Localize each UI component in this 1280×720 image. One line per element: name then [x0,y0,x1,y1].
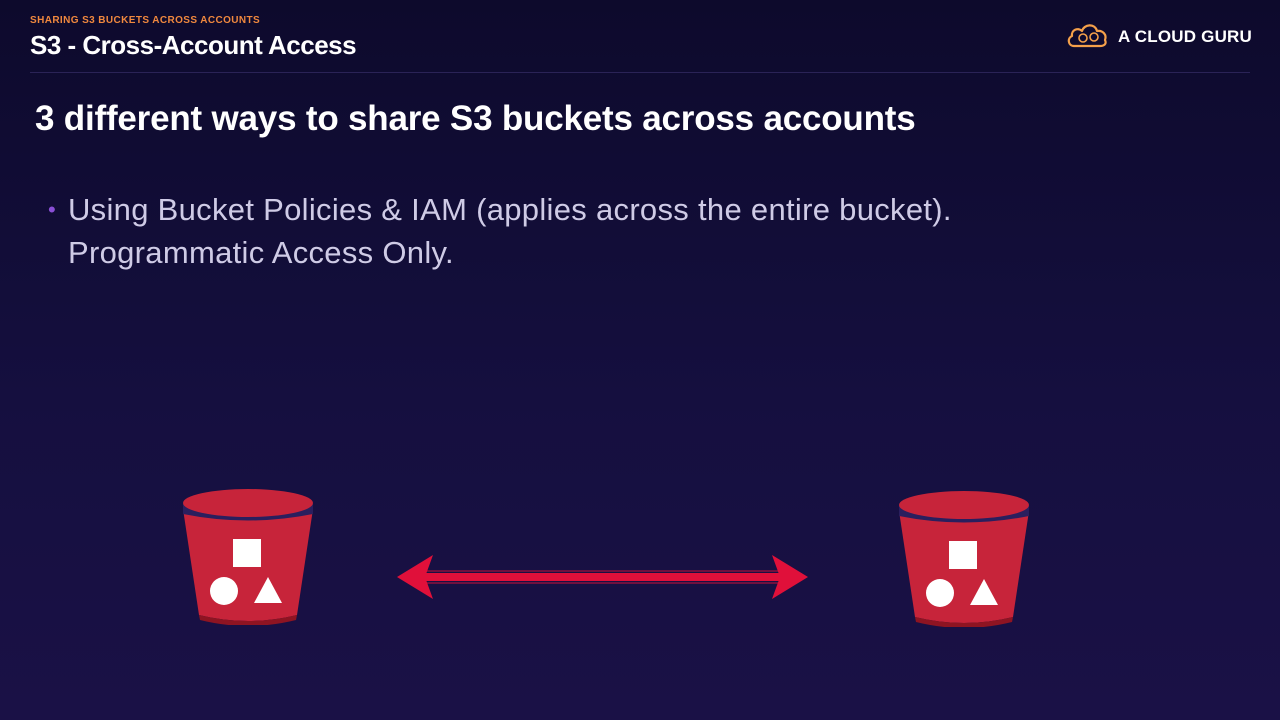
list-item: • Using Bucket Policies & IAM (applies a… [48,188,1128,274]
bullet-line-2: Programmatic Access Only. [68,235,454,270]
cloud-logo-icon [1066,22,1108,53]
brand-logo: A CLOUD GURU [1066,22,1252,52]
header-divider [30,72,1250,73]
double-arrow-icon [395,552,810,611]
bullet-text: Using Bucket Policies & IAM (applies acr… [68,188,952,274]
s3-bucket-icon [897,489,1031,632]
bullet-line-1: Using Bucket Policies & IAM (applies acr… [68,192,952,227]
s3-bucket-icon [181,487,315,630]
slide-title: S3 - Cross-Account Access [30,30,357,60]
bullet-list: • Using Bucket Policies & IAM (applies a… [48,188,1128,274]
bullet-dot-icon: • [48,197,56,222]
header-eyebrow: SHARING S3 BUCKETS ACROSS ACCOUNTS [30,15,261,26]
brand-name: A CLOUD GURU [1118,27,1252,46]
main-heading: 3 different ways to share S3 buckets acr… [35,99,916,138]
